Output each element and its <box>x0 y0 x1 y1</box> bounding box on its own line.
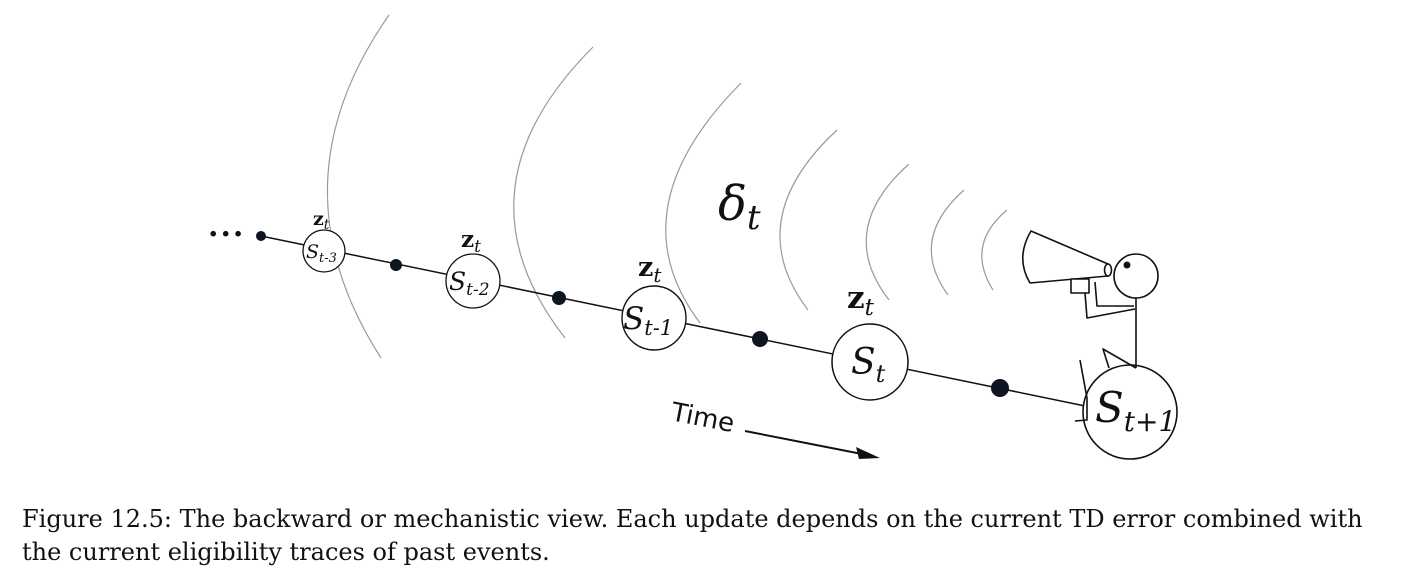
trace-label: zt <box>313 208 330 233</box>
state-s-t: St <box>831 323 909 401</box>
state-letter: S <box>449 267 466 296</box>
megaphone-figure <box>1021 230 1159 422</box>
trace-label: zt <box>461 226 481 257</box>
state-subscript: t-3 <box>319 251 337 266</box>
state-s-t-3: St-3 <box>302 229 346 273</box>
ellipsis: ... <box>208 209 245 244</box>
action-dot <box>256 231 266 241</box>
time-arrow <box>744 430 880 459</box>
svg-text:St-3: St-3 <box>306 241 337 266</box>
state-s-t-plus-1: St+1 <box>1082 364 1178 460</box>
action-dots <box>256 231 1009 397</box>
wave-arc-4 <box>779 129 838 311</box>
svg-text:St+1: St+1 <box>1095 383 1176 438</box>
state-subscript: t-2 <box>466 280 489 300</box>
wave-arc-3 <box>665 82 742 324</box>
wave-arc-1 <box>326 14 390 359</box>
head <box>1113 253 1159 299</box>
trace-label: zt <box>638 252 662 287</box>
svg-text:St: St <box>851 342 886 388</box>
svg-text:St-2: St-2 <box>449 267 490 300</box>
svg-text:St-1: St-1 <box>623 301 673 340</box>
td-error-waves <box>326 14 1008 359</box>
state-letter: S <box>851 342 876 383</box>
state-letter: S <box>1095 383 1124 432</box>
state-subscript: t-1 <box>644 316 673 340</box>
action-dot <box>390 259 402 271</box>
wave-arc-7 <box>981 209 1008 291</box>
state-letter: S <box>623 301 644 337</box>
wave-arc-2 <box>513 46 594 339</box>
td-error-label: δt <box>718 176 761 238</box>
caption-label: Figure 12.5: <box>22 505 172 533</box>
action-dot <box>552 291 566 305</box>
state-s-t-2: St-2 <box>445 253 501 309</box>
state-subscript: t+1 <box>1124 405 1177 438</box>
megaphone-icon <box>1021 230 1109 284</box>
wave-arc-6 <box>930 189 965 296</box>
eye <box>1123 261 1131 269</box>
state-subscript: t <box>876 360 886 388</box>
state-s-t-1: St-1 <box>621 285 687 351</box>
time-label: Time <box>668 397 737 439</box>
state-letter: S <box>306 241 319 263</box>
action-dot <box>991 379 1009 397</box>
caption-text: The backward or mechanistic view. Each u… <box>22 505 1363 566</box>
trace-label: zt <box>847 280 875 321</box>
wave-arc-5 <box>865 163 910 301</box>
action-dot <box>752 331 768 347</box>
figure-caption: Figure 12.5: The backward or mechanistic… <box>22 503 1392 569</box>
